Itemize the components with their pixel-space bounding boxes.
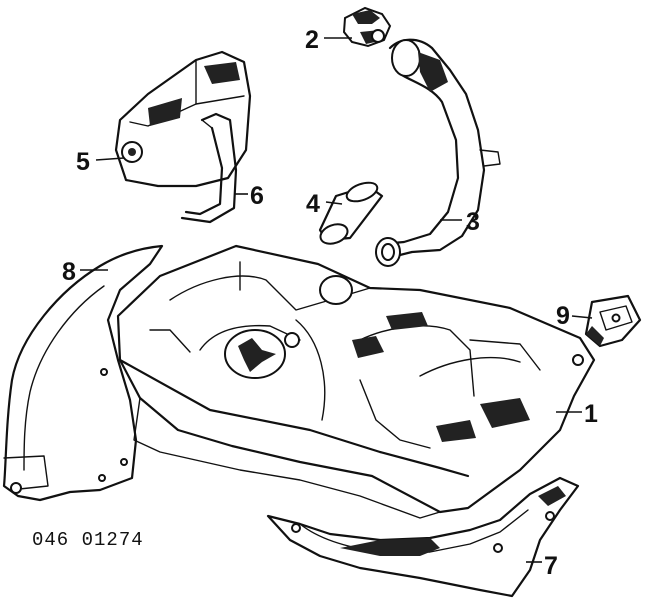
callout-3: 3 bbox=[466, 208, 480, 236]
leader-lines bbox=[80, 37, 593, 563]
callout-1: 1 bbox=[584, 400, 598, 428]
part-4-hose bbox=[318, 181, 384, 245]
callout-2: 2 bbox=[305, 26, 319, 54]
callout-5: 5 bbox=[76, 148, 90, 176]
part-5-canister bbox=[114, 50, 252, 188]
part-6-strap bbox=[180, 112, 238, 224]
part-9-bracket bbox=[584, 294, 642, 348]
callout-8: 8 bbox=[62, 258, 76, 286]
part-7-heat-shield bbox=[266, 476, 580, 598]
part-1-fuel-tank bbox=[116, 244, 596, 519]
callout-7: 7 bbox=[544, 552, 558, 580]
callout-9: 9 bbox=[556, 302, 570, 330]
part-2-filler-cap bbox=[342, 6, 392, 48]
callout-6: 6 bbox=[250, 182, 264, 210]
part-8-wheel-liner bbox=[2, 244, 164, 502]
reference-code: 046 01274 bbox=[32, 529, 144, 551]
part-3-filler-pipe bbox=[375, 38, 501, 267]
callout-4: 4 bbox=[306, 190, 320, 218]
